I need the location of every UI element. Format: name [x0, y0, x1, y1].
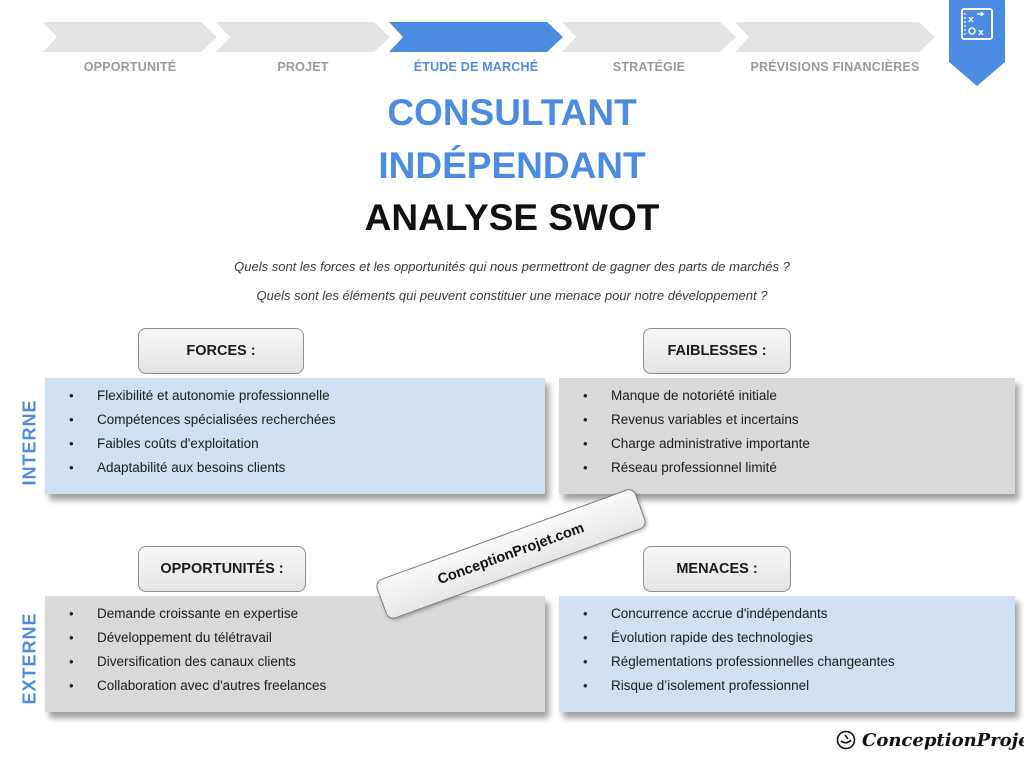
step-previsions-financieres[interactable]: PRÉVISIONS FINANCIÈRES [735, 22, 935, 74]
step-arrow [562, 22, 736, 52]
logo-circle-icon [836, 730, 856, 750]
list-item: •Flexibilité et autonomie professionnell… [69, 388, 330, 403]
side-label-externe: EXTERNE [19, 612, 40, 705]
step-opportunite[interactable]: OPPORTUNITÉ [43, 22, 217, 74]
weaknesses-box: •Manque de notoriété initiale •Revenus v… [559, 378, 1015, 494]
forces-header: FORCES : [138, 328, 304, 374]
footer-logo[interactable]: ConceptionProjet [836, 726, 1024, 754]
step-label: STRATÉGIE [612, 60, 686, 74]
step-label: PROJET [277, 60, 329, 74]
threats-box: •Concurrence accrue d'indépendants •Évol… [559, 596, 1015, 712]
page-title-line2: INDÉPENDANT [378, 145, 646, 186]
step-strategie[interactable]: STRATÉGIE [562, 22, 736, 74]
side-label-interne: INTERNE [19, 399, 40, 486]
weaknesses-header: FAIBLESSES : [643, 328, 791, 374]
logo-text: ConceptionProjet [862, 729, 1024, 751]
svg-text:x: x [978, 28, 984, 38]
list-item: •Réseau professionnel limité [583, 460, 777, 475]
opportunities-header: OPPORTUNITÉS : [138, 546, 306, 592]
forces-list: •Flexibilité et autonomie professionnell… [67, 384, 535, 480]
list-item: •Revenus variables et incertains [583, 412, 799, 427]
threats-list: •Concurrence accrue d'indépendants •Évol… [581, 602, 1005, 698]
strategy-board-icon: x x [949, 0, 1005, 86]
step-arrow [735, 22, 935, 52]
threats-header: MENACES : [643, 546, 791, 592]
intro-question-2: Quels sont les éléments qui peuvent cons… [256, 288, 768, 303]
step-projet[interactable]: PROJET [216, 22, 390, 74]
forces-box: •Flexibilité et autonomie professionnell… [45, 378, 545, 494]
list-item: •Collaboration avec d'autres freelances [69, 678, 327, 693]
step-arrow [216, 22, 390, 52]
opportunities-box: •Demande croissante en expertise •Dévelo… [45, 596, 545, 712]
list-item: •Demande croissante en expertise [69, 606, 299, 621]
list-item: •Développement du télétravail [69, 630, 272, 645]
list-item: •Adaptabilité aux besoins clients [69, 460, 286, 475]
weaknesses-list: •Manque de notoriété initiale •Revenus v… [581, 384, 1005, 480]
corner-badge[interactable]: x x [949, 0, 1005, 86]
list-item: •Diversification des canaux clients [69, 654, 296, 669]
svg-text:x: x [968, 15, 974, 25]
step-label: OPPORTUNITÉ [83, 60, 177, 74]
list-item: •Faibles coûts d'exploitation [69, 436, 259, 451]
progress-steps: OPPORTUNITÉ PROJET ÉTUDE DE MARCHÉ STRAT… [0, 0, 1024, 80]
list-item: •Concurrence accrue d'indépendants [583, 606, 828, 621]
page-subtitle: ANALYSE SWOT [364, 197, 660, 238]
step-label: ÉTUDE DE MARCHÉ [413, 60, 539, 74]
list-item: •Réglementations professionnelles change… [583, 654, 895, 669]
page-title-line1: CONSULTANT [387, 92, 637, 133]
list-item: •Compétences spécialisées recherchées [69, 412, 336, 427]
step-arrow [389, 22, 563, 52]
intro-question-1: Quels sont les forces et les opportunité… [234, 259, 790, 274]
list-item: •Évolution rapide des technologies [583, 630, 813, 645]
step-label: PRÉVISIONS FINANCIÈRES [750, 60, 920, 74]
opportunities-list: •Demande croissante en expertise •Dévelo… [67, 602, 535, 698]
step-etude-de-marche[interactable]: ÉTUDE DE MARCHÉ [389, 22, 563, 74]
list-item: •Manque de notoriété initiale [583, 388, 777, 403]
list-item: •Charge administrative importante [583, 436, 810, 451]
list-item: •Risque d’isolement professionnel [583, 678, 810, 693]
step-arrow [43, 22, 217, 52]
